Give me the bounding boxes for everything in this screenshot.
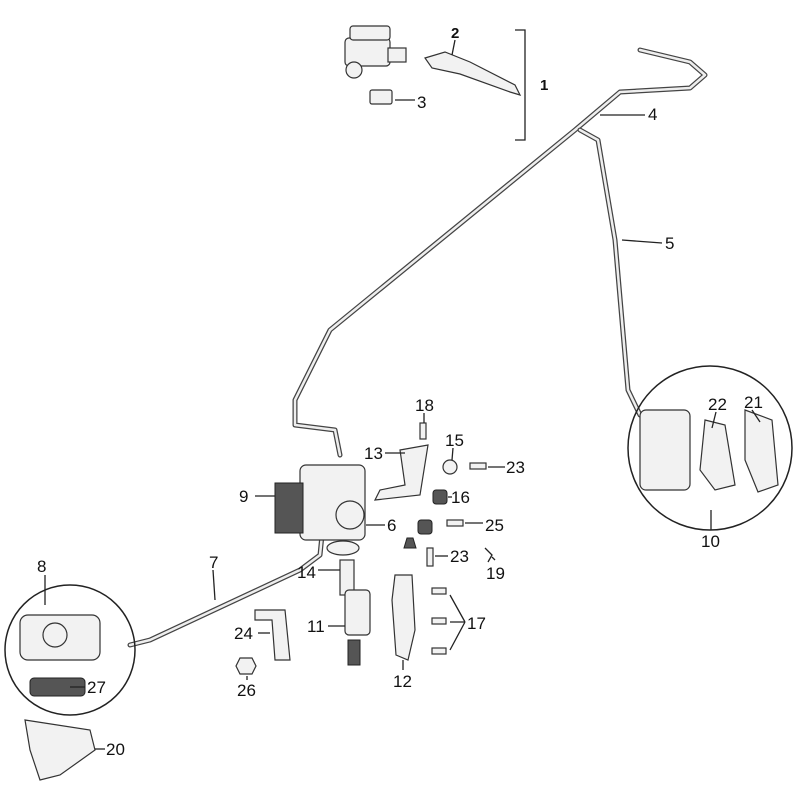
pressure-sensor [339,559,371,666]
abs-unit [274,464,366,556]
label-4: 4 [648,105,657,124]
brake-lever [424,51,522,96]
bolt-25 [446,519,464,527]
label-18: 18 [415,396,434,415]
grommet [417,519,433,535]
label-27: 27 [87,678,106,697]
brake-hose-5 [577,127,643,418]
label-5: 5 [665,234,674,253]
bolt-23a [469,462,487,470]
bolts-17 [431,587,447,655]
bolt-23b [426,547,434,567]
label-26: 26 [237,681,256,700]
label-7: 7 [209,553,218,572]
brake-hose-7 [127,532,325,648]
bracket-12 [391,574,416,661]
label-19: 19 [486,564,505,583]
front-caliper-callout [627,365,793,531]
label-23: 23 [450,547,469,566]
rear-caliper-callout [4,584,136,716]
label-21: 21 [744,393,763,412]
pin-18 [419,422,427,440]
bracket-13 [373,444,429,501]
grommet-15 [442,459,458,475]
label-25: 25 [485,516,504,535]
label-10: 10 [701,532,720,551]
label-6: 6 [387,516,396,535]
bracket-24 [254,609,291,661]
label-22: 22 [708,395,727,414]
grommet-cone [403,537,417,549]
label-11: 11 [307,617,325,636]
label-1: 1 [540,77,548,94]
nut-26 [235,657,257,675]
label-13: 13 [364,444,383,463]
label-20: 20 [106,740,125,759]
label-16: 16 [451,488,470,507]
label-15: 15 [445,431,464,450]
leader-lines [44,39,761,750]
label-24: 24 [234,624,253,643]
part-number-labels: 1 2 3 4 5 6 7 8 9 10 11 12 13 14 15 16 1… [37,25,763,759]
label-12: 12 [393,672,412,691]
label-23: 23 [506,458,525,477]
brake-switch [369,89,393,105]
label-2: 2 [451,25,459,42]
grommet-16 [432,489,448,505]
brake-hose-4 [292,47,708,458]
label-3: 3 [417,93,426,112]
clip-19 [484,547,493,563]
label-9: 9 [239,487,248,506]
bracket-20 [24,719,96,781]
label-17: 17 [467,614,486,633]
label-8: 8 [37,557,46,576]
master-cylinder [344,25,407,79]
label-14: 14 [297,563,316,582]
